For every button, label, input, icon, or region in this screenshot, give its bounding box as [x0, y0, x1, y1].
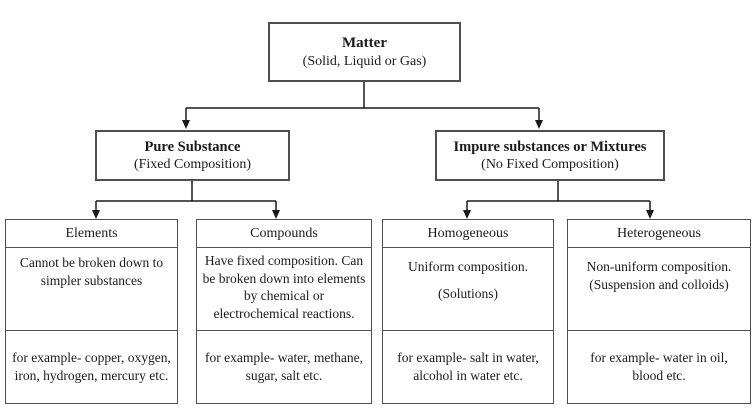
homogeneous-description-note: (Solutions)	[437, 285, 498, 301]
matter-subtitle: (Solid, Liquid or Gas)	[302, 53, 427, 69]
elements-column: Elements Cannot be broken down to simple…	[5, 219, 178, 404]
impure-mixtures-subtitle: (No Fixed Composition)	[481, 156, 619, 172]
pure-substance-subtitle: (Fixed Composition)	[133, 156, 252, 172]
compounds-header: Compounds	[197, 220, 371, 248]
compounds-description-text: Have fixed composition. Can be broken do…	[202, 253, 366, 321]
heterogeneous-description: Non-uniform composition. (Suspension and…	[568, 248, 750, 331]
compounds-examples: for example- water, methane, sugar, salt…	[204, 350, 363, 383]
elements-header: Elements	[6, 220, 177, 248]
heterogeneous-description-text: Non-uniform composition.	[586, 259, 732, 274]
impure-mixtures-box: Impure substances or Mixtures (No Fixed …	[435, 130, 665, 181]
elements-examples: for example- copper, oxygen, iron, hydro…	[12, 350, 171, 383]
homogeneous-description: Uniform composition. (Solutions)	[383, 248, 553, 331]
pure-substance-box: Pure Substance (Fixed Composition)	[95, 130, 290, 181]
impure-mixtures-title: Impure substances or Mixtures	[453, 138, 647, 155]
pure-substance-title: Pure Substance	[144, 138, 241, 155]
heterogeneous-header: Heterogeneous	[568, 220, 750, 248]
homogeneous-column: Homogeneous Uniform composition. (Soluti…	[382, 219, 554, 404]
heterogeneous-examples: for example- water in oil, blood etc.	[590, 350, 728, 383]
heterogeneous-description-note: (Suspension and colloids)	[589, 276, 729, 292]
heterogeneous-column: Heterogeneous Non-uniform composition. (…	[567, 219, 751, 404]
matter-box: Matter (Solid, Liquid or Gas)	[268, 22, 461, 82]
homogeneous-description-text: Uniform composition.	[408, 259, 528, 274]
compounds-description: Have fixed composition. Can be broken do…	[197, 248, 371, 331]
compounds-column: Compounds Have fixed composition. Can be…	[196, 219, 372, 404]
elements-description: Cannot be broken down to simpler substan…	[6, 248, 177, 331]
elements-description-text: Cannot be broken down to simpler substan…	[19, 255, 164, 288]
homogeneous-examples: for example- salt in water, alcohol in w…	[397, 350, 539, 383]
homogeneous-header: Homogeneous	[383, 220, 553, 248]
matter-title: Matter	[342, 34, 387, 51]
